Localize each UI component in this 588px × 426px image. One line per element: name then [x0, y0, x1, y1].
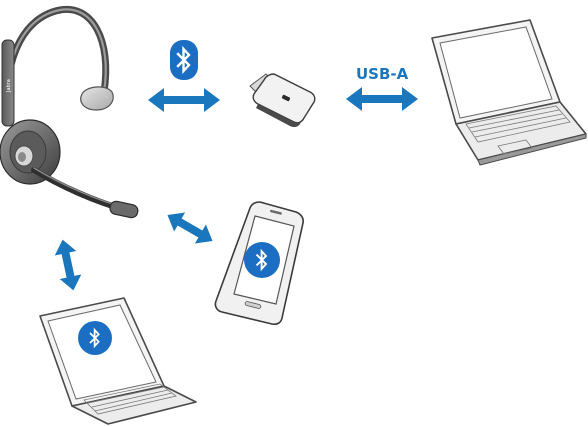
usb-a-label: USB-A	[356, 65, 409, 83]
usb-dongle-icon	[249, 73, 316, 128]
headset-brand-label: Jabra	[6, 79, 12, 93]
bluetooth-icon	[170, 40, 198, 80]
headset-icon: Jabra	[0, 5, 139, 219]
smartphone-icon	[214, 201, 304, 326]
double-arrow-icon	[346, 87, 418, 111]
bluetooth-icon	[244, 242, 280, 278]
double-arrow-icon	[54, 239, 82, 291]
laptop-icon	[39, 297, 197, 425]
double-arrow-icon	[167, 212, 213, 244]
laptop-icon	[431, 19, 587, 166]
bluetooth-icon	[78, 321, 112, 355]
double-arrow-icon	[148, 88, 220, 112]
